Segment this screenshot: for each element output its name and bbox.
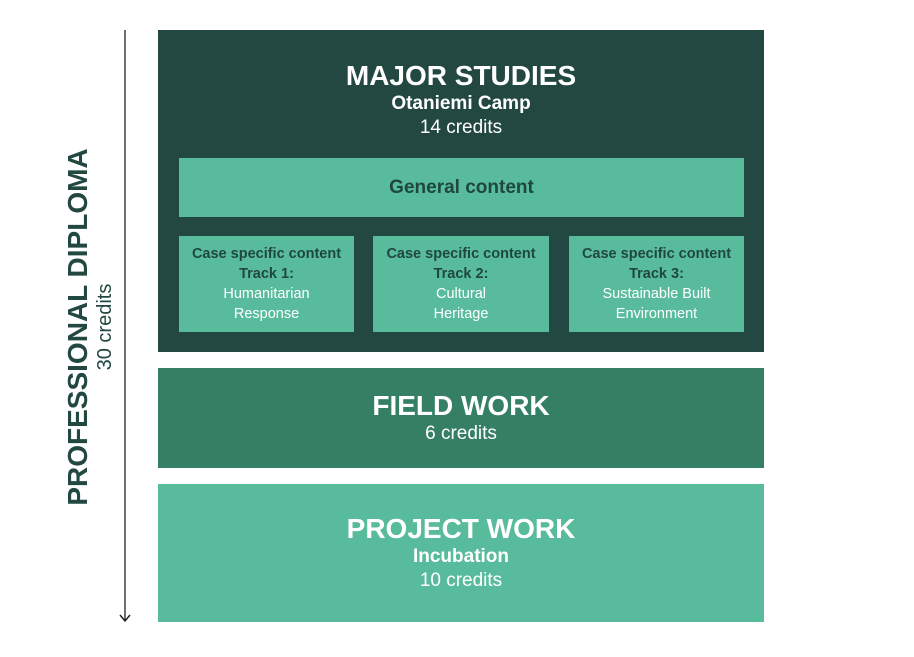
track-2-block: Case specific content Track 2: Cultural … [373, 236, 549, 332]
project-credits: 10 credits [419, 570, 503, 591]
track-name: Sustainable Built [602, 286, 711, 302]
field-title: FIELD WORK [372, 390, 550, 421]
track-number: Track 1: [239, 266, 294, 282]
field-credits: 6 credits [425, 423, 497, 444]
project-title: PROJECT WORK [346, 513, 576, 544]
track-number: Track 2: [433, 266, 489, 282]
project-subtitle: Incubation [412, 546, 510, 567]
track-name: Humanitarian [223, 286, 310, 302]
track-name: Environment [615, 306, 698, 322]
project-work-block: PROJECT WORK Incubation 10 credits [158, 484, 764, 622]
diploma-credits: 30 credits [94, 283, 116, 371]
major-credits: 14 credits [419, 117, 503, 138]
track-name: Cultural [436, 286, 486, 302]
timeline-arrow-icon [119, 30, 131, 623]
track-heading: Case specific content [581, 246, 732, 262]
field-work-block: FIELD WORK 6 credits [158, 368, 764, 468]
track-heading: Case specific content [386, 246, 536, 262]
track-3-block: Case specific content Track 3: Sustainab… [569, 236, 744, 332]
diploma-title: PROFESSIONAL DIPLOMA [62, 148, 93, 506]
major-title: MAJOR STUDIES [345, 60, 577, 91]
general-content-block: General content [179, 158, 744, 217]
major-subtitle: Otaniemi Camp [391, 93, 531, 114]
track-1-block: Case specific content Track 1: Humanitar… [179, 236, 354, 332]
track-heading: Case specific content [191, 246, 342, 262]
track-name: Heritage [433, 306, 489, 322]
track-name: Response [233, 306, 300, 322]
track-number: Track 3: [629, 266, 684, 282]
